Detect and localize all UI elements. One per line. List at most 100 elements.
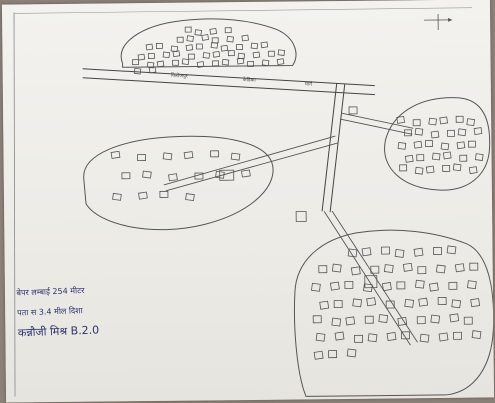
house [155, 42, 163, 49]
house [110, 150, 121, 159]
road-label: मार्ग [305, 80, 313, 87]
house [413, 140, 423, 149]
house [467, 140, 476, 148]
house [209, 27, 218, 35]
house [440, 142, 450, 151]
house [457, 128, 467, 137]
house [202, 52, 211, 59]
house [425, 165, 435, 174]
north-south-road-right [329, 83, 346, 213]
house [162, 51, 171, 59]
house [363, 283, 373, 293]
house [404, 298, 415, 308]
house [315, 332, 326, 342]
top-margin-line [14, 7, 472, 14]
house [430, 130, 440, 139]
house [415, 279, 425, 289]
north-arrow-icon [424, 13, 453, 31]
house [414, 166, 424, 175]
house [168, 173, 178, 182]
house [449, 313, 460, 323]
house [416, 154, 425, 162]
road-label: केडिका [242, 76, 256, 84]
house [194, 172, 204, 180]
house [236, 57, 245, 65]
house [428, 282, 439, 292]
house [210, 150, 219, 158]
house [221, 58, 230, 66]
house [121, 172, 131, 180]
south-road-left [323, 210, 411, 346]
house [187, 53, 195, 60]
settlement-east-houses [396, 115, 484, 175]
legend-line: कन्नौजी मिश्र B.2.0 [17, 323, 100, 340]
main-road-bottom-edge [82, 77, 375, 96]
house [459, 154, 468, 162]
settlement-west-houses [110, 150, 251, 202]
house [185, 193, 195, 202]
house [474, 153, 484, 161]
house [430, 314, 441, 324]
house [186, 35, 194, 42]
house [210, 42, 219, 49]
house [354, 334, 363, 343]
house [137, 53, 146, 61]
house [277, 49, 286, 56]
roadside-building [219, 169, 235, 181]
house [396, 115, 406, 124]
house [463, 316, 473, 325]
house [329, 281, 340, 291]
settlement-east-boundary [384, 97, 491, 191]
house [176, 36, 184, 43]
house [468, 166, 478, 175]
house [181, 58, 190, 65]
house [350, 266, 361, 276]
settlement-north-boundary [120, 18, 297, 68]
house [145, 43, 154, 51]
house [471, 330, 482, 340]
house [185, 44, 194, 51]
house [470, 298, 481, 308]
house [241, 169, 251, 178]
house [333, 300, 343, 309]
house [162, 152, 173, 161]
house [383, 264, 394, 273]
house [431, 152, 441, 161]
house [312, 315, 322, 324]
house [201, 34, 209, 41]
house [404, 154, 414, 163]
house [414, 127, 424, 136]
house [311, 282, 321, 292]
house [319, 300, 330, 310]
house [438, 332, 449, 342]
house [448, 281, 458, 290]
house [142, 170, 152, 179]
road-label: फिरोजपुर [171, 72, 189, 80]
house [331, 317, 342, 327]
house [442, 151, 452, 160]
house [413, 247, 424, 257]
roadside-building [295, 210, 307, 222]
east-road-top [340, 112, 414, 129]
west-road-bottom [165, 142, 338, 192]
house [133, 67, 142, 75]
settlement-south-east-houses [311, 245, 482, 360]
house [386, 331, 397, 342]
house [220, 44, 229, 52]
house [361, 247, 372, 257]
house [381, 246, 390, 255]
house [260, 41, 269, 49]
house [394, 248, 405, 258]
house [247, 61, 254, 67]
house [156, 60, 165, 68]
house [331, 263, 342, 273]
house [419, 333, 430, 343]
house [346, 348, 357, 358]
house [416, 316, 426, 325]
house [401, 331, 410, 340]
house [226, 35, 234, 43]
house [224, 27, 232, 34]
house [399, 164, 408, 172]
roadside-building [348, 106, 358, 115]
